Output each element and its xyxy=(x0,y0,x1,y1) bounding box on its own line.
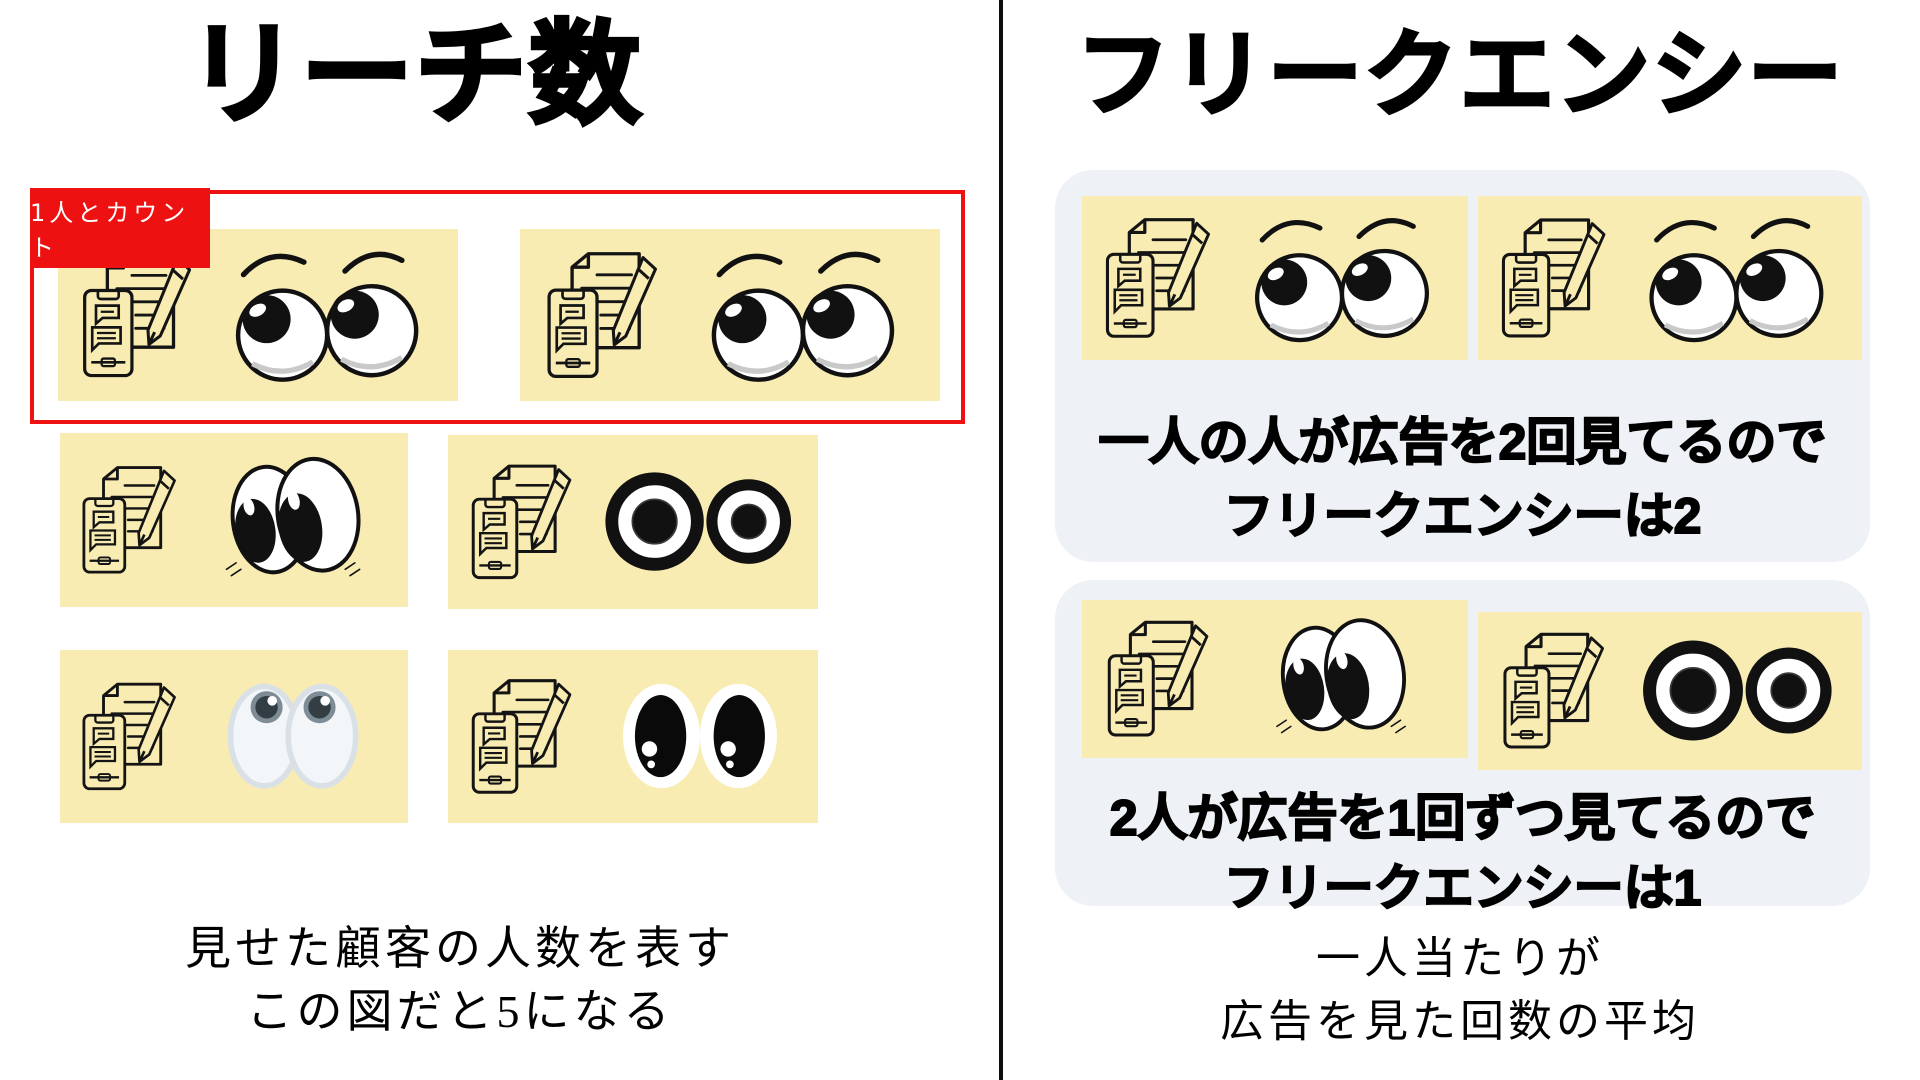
frequency-caption-line1: 一人当たりが xyxy=(1316,934,1604,983)
frequency1-text-line2: フリークエンシーは1 xyxy=(1223,859,1703,917)
column-divider xyxy=(999,0,1003,1080)
reach-highlight-frame xyxy=(30,190,965,424)
eyes-up-icon xyxy=(1628,206,1841,350)
frequency-title: フリークエンシー xyxy=(1074,22,1844,127)
eyes-side-icon xyxy=(1233,609,1448,748)
eyes-up-icon xyxy=(214,239,437,390)
ad-document-icon xyxy=(79,452,185,588)
eyes-donut-icon xyxy=(593,445,798,598)
frequency2-card-view1 xyxy=(1082,196,1468,360)
reach-card-person2 xyxy=(60,433,408,607)
frequency2-text-line2: フリークエンシーは2 xyxy=(1223,487,1703,545)
eyes-pale-icon xyxy=(196,660,389,812)
frequency1-card-personA xyxy=(1082,600,1468,758)
reach-caption-line2: この図だと5になる xyxy=(246,986,674,1037)
ad-document-icon xyxy=(1102,214,1220,342)
ad-document-icon xyxy=(468,669,581,804)
frequency1-text-line1: 2人が広告を1回ずつ見てるので xyxy=(1109,789,1817,847)
frequency2-card-view2 xyxy=(1478,196,1862,360)
ad-document-icon xyxy=(1498,214,1616,342)
eyes-side-icon xyxy=(196,443,389,596)
ad-document-icon xyxy=(541,248,670,382)
reach-caption-line1: 見せた顧客の人数を表す xyxy=(185,923,735,974)
eyes-up-icon xyxy=(1233,206,1448,350)
eyes-up-icon xyxy=(684,239,918,390)
count-as-one-badge: 1人とカウント xyxy=(30,188,210,268)
frequency2-text-line1: 一人の人が広告を2回見てるので xyxy=(1098,413,1828,471)
reach-card-person3 xyxy=(448,435,818,609)
eyes-black-oval-icon xyxy=(593,660,798,812)
frequency-caption-line2: 広告を見た回数の平均 xyxy=(1220,997,1700,1046)
reach-card-person5 xyxy=(448,650,818,823)
ad-document-icon xyxy=(79,669,185,804)
reach-title: リーチ数 xyxy=(185,12,643,137)
ad-document-icon xyxy=(1102,617,1220,740)
frequency1-card-personB xyxy=(1478,612,1862,770)
reach-card-person1-view2 xyxy=(520,229,940,401)
eyes-donut-icon xyxy=(1628,621,1841,760)
reach-card-person4 xyxy=(60,650,408,823)
ad-document-icon xyxy=(79,248,202,382)
ad-document-icon xyxy=(468,454,581,590)
ad-document-icon xyxy=(1498,629,1616,752)
